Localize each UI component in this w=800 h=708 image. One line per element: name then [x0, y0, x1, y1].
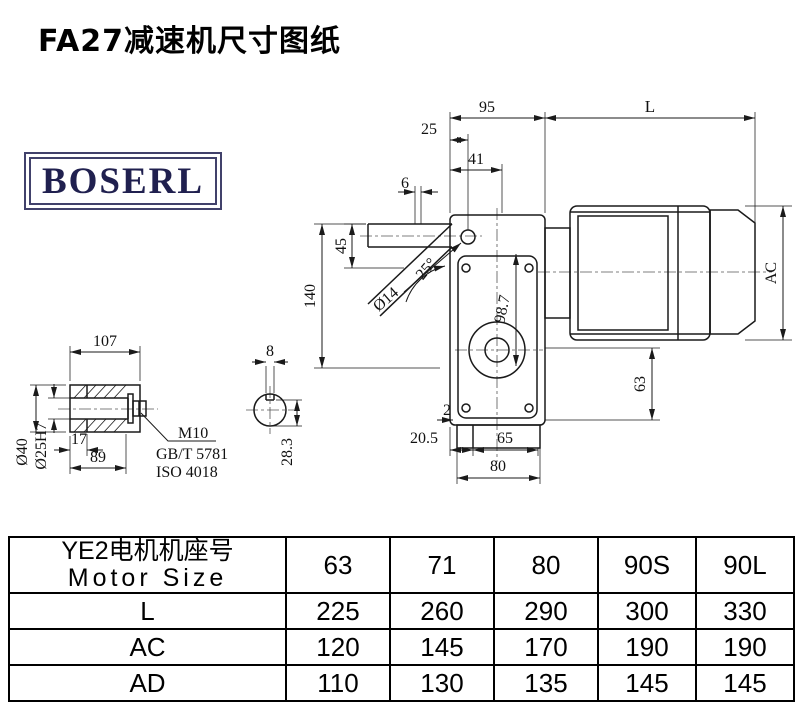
- table-cell: 130: [389, 664, 495, 702]
- dim-98-7: 98.7: [491, 294, 513, 325]
- dim-dia40: Ø40: [14, 438, 31, 466]
- motor-size-col: 90S: [597, 536, 697, 594]
- dim-45: 45: [333, 238, 350, 254]
- motor-size-header-en: Motor Size: [67, 564, 228, 592]
- table-row-L: L 225 260 290 300 330: [8, 592, 795, 630]
- dim-63: 63: [632, 376, 649, 392]
- dim-AC: AC: [763, 262, 780, 284]
- table-cell: 135: [493, 664, 599, 702]
- page-title: FA27减速机尺寸图纸: [38, 24, 342, 59]
- callout-gbt-5781: GB/T 5781: [156, 446, 228, 463]
- row-label-AC: AC: [8, 628, 287, 666]
- motor-size-col: 71: [389, 536, 495, 594]
- table-cell: 145: [695, 664, 795, 702]
- technical-drawing: 95 L 25 41 6 45 140 Ø14 25° 98.7 AC 63 2…: [14, 97, 792, 484]
- boserl-logo-frame: BOSERL: [29, 157, 217, 205]
- motor-size-header-cn: YE2电机机座号: [61, 537, 234, 565]
- table-cell: 260: [389, 592, 495, 630]
- dim-8: 8: [266, 343, 274, 360]
- dim-dia25h7: Ø25H7: [33, 422, 50, 469]
- dim-dia14: Ø14: [370, 284, 402, 315]
- boserl-logo: BOSERL: [24, 152, 222, 210]
- dim-89: 89: [90, 449, 106, 466]
- table-cell: 120: [285, 628, 391, 666]
- dimension-lines: [33, 115, 786, 481]
- dim-140: 140: [302, 284, 319, 308]
- callout-iso-4018: ISO 4018: [156, 464, 218, 481]
- dim-25: 25: [421, 121, 437, 138]
- dim-65: 65: [497, 430, 513, 447]
- dim-L: L: [645, 97, 655, 116]
- table-cell: 330: [695, 592, 795, 630]
- motor-size-header-cell: YE2电机机座号 Motor Size: [8, 536, 287, 594]
- table-cell: 110: [285, 664, 391, 702]
- table-cell: 145: [597, 664, 697, 702]
- shaft-end-view: [253, 393, 287, 427]
- dim-6: 6: [401, 175, 409, 192]
- dim-2: 2: [443, 402, 451, 419]
- dim-angle-25deg: 25°: [413, 255, 440, 283]
- table-row-AD: AD 110 130 135 145 145: [8, 664, 795, 702]
- dim-41: 41: [468, 151, 484, 168]
- table-cell: 190: [597, 628, 697, 666]
- table-cell: 145: [389, 628, 495, 666]
- table-cell: 225: [285, 592, 391, 630]
- motor-size-col: 63: [285, 536, 391, 594]
- motor-size-table: YE2电机机座号 Motor Size 63 71 80 90S 90L L 2…: [8, 536, 795, 702]
- dim-95: 95: [479, 99, 495, 116]
- boserl-logo-text: BOSERL: [41, 160, 205, 202]
- table-header-row: YE2电机机座号 Motor Size 63 71 80 90S 90L: [8, 536, 795, 594]
- row-label-AD: AD: [8, 664, 287, 702]
- row-label-L: L: [8, 592, 287, 630]
- dim-17: 17: [71, 431, 87, 448]
- table-cell: 300: [597, 592, 697, 630]
- centerlines: [58, 208, 772, 462]
- section-hatching: [73, 384, 127, 433]
- dim-107: 107: [93, 333, 117, 350]
- callout-m10: M10: [178, 425, 208, 442]
- motor-size-col: 80: [493, 536, 599, 594]
- dim-20-5: 20.5: [410, 430, 438, 447]
- dim-28-3: 28.3: [279, 438, 296, 466]
- hollow-shaft-section: [69, 384, 147, 433]
- table-cell: 170: [493, 628, 599, 666]
- dim-80: 80: [490, 458, 506, 475]
- motor-size-col: 90L: [695, 536, 795, 594]
- table-row-AC: AC 120 145 170 190 190: [8, 628, 795, 666]
- gearbox-motor-outline: [367, 205, 756, 449]
- table-cell: 190: [695, 628, 795, 666]
- table-cell: 290: [493, 592, 599, 630]
